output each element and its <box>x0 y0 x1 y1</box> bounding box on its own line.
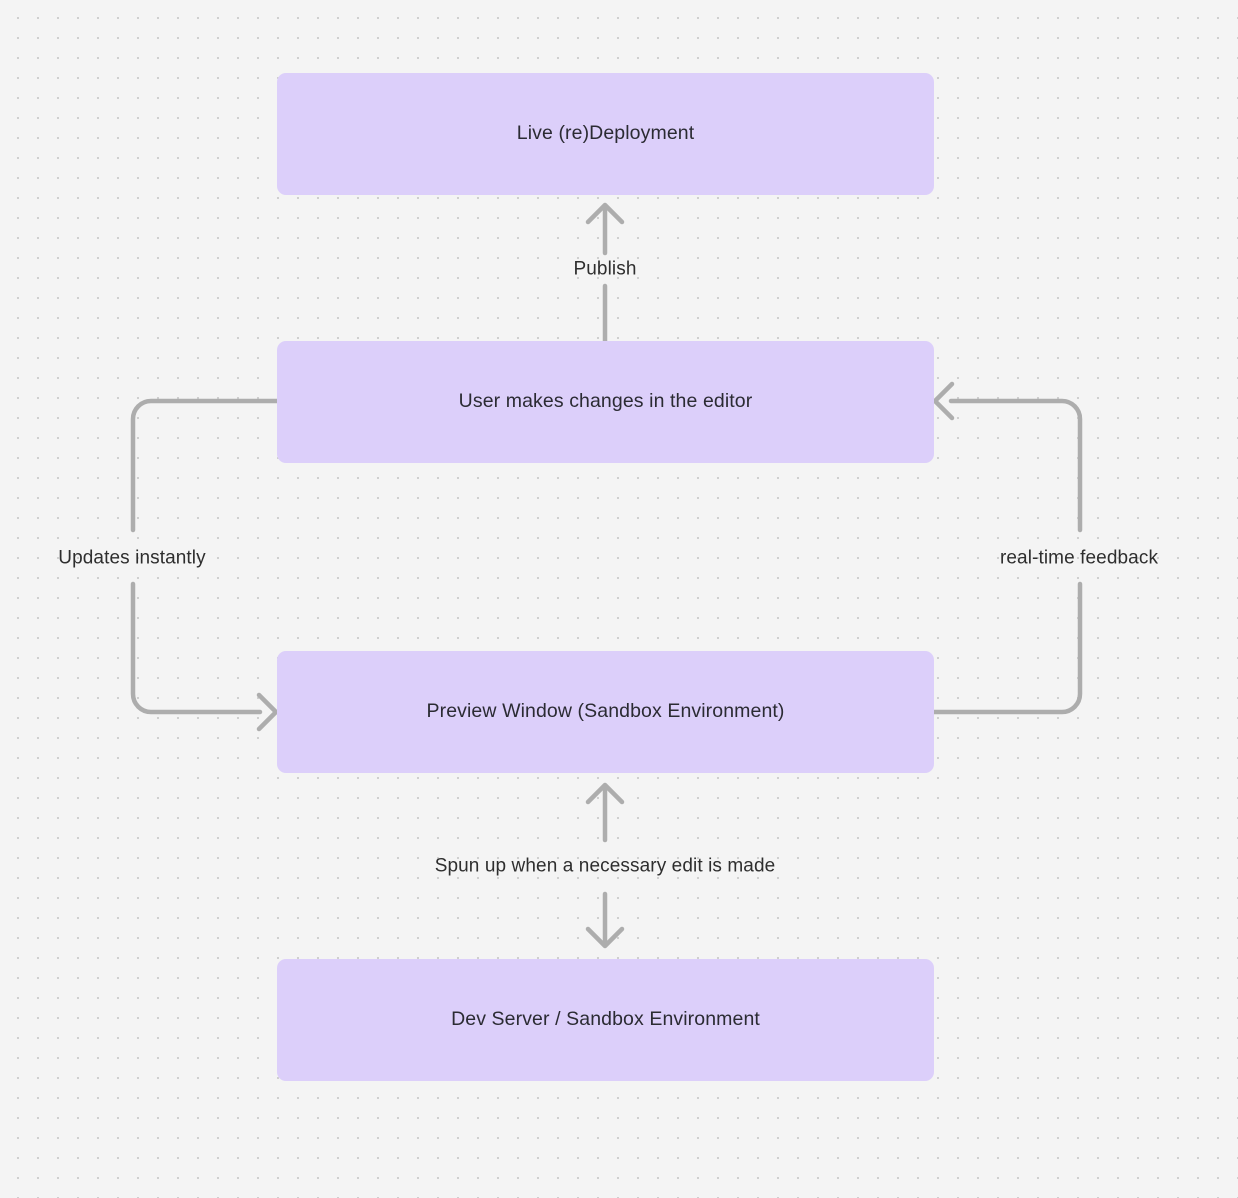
edge-spunup-arrowhead-down-icon <box>585 926 625 949</box>
edge-feedback-arrowhead-left-icon <box>932 381 955 421</box>
edge-label-updates-instantly: Updates instantly <box>58 547 206 569</box>
edge-updates-upper-path <box>130 398 280 533</box>
edge-publish-arrowhead-up-icon <box>585 202 625 225</box>
edge-updates-arrowhead-right-icon <box>256 692 279 732</box>
node-dev-server-label: Dev Server / Sandbox Environment <box>451 1008 760 1031</box>
node-dev-server[interactable]: Dev Server / Sandbox Environment <box>277 959 934 1081</box>
node-preview-window-label: Preview Window (Sandbox Environment) <box>426 700 785 723</box>
edge-label-publish: Publish <box>573 258 637 280</box>
edge-updates-lower-path <box>130 581 263 715</box>
node-user-makes-changes-label: User makes changes in the editor <box>458 390 753 413</box>
edge-feedback-lower-path <box>931 581 1083 715</box>
edge-spunup-arrowhead-up-icon <box>585 782 625 805</box>
edge-label-spun-up: Spun up when a necessary edit is made <box>434 855 776 877</box>
edge-label-real-time-feedback: real-time feedback <box>999 547 1159 569</box>
node-live-redeployment[interactable]: Live (re)Deployment <box>277 73 934 195</box>
edge-feedback-upper-path <box>948 398 1083 533</box>
node-user-makes-changes[interactable]: User makes changes in the editor <box>277 341 934 463</box>
node-live-redeployment-label: Live (re)Deployment <box>516 122 695 145</box>
node-preview-window[interactable]: Preview Window (Sandbox Environment) <box>277 651 934 773</box>
